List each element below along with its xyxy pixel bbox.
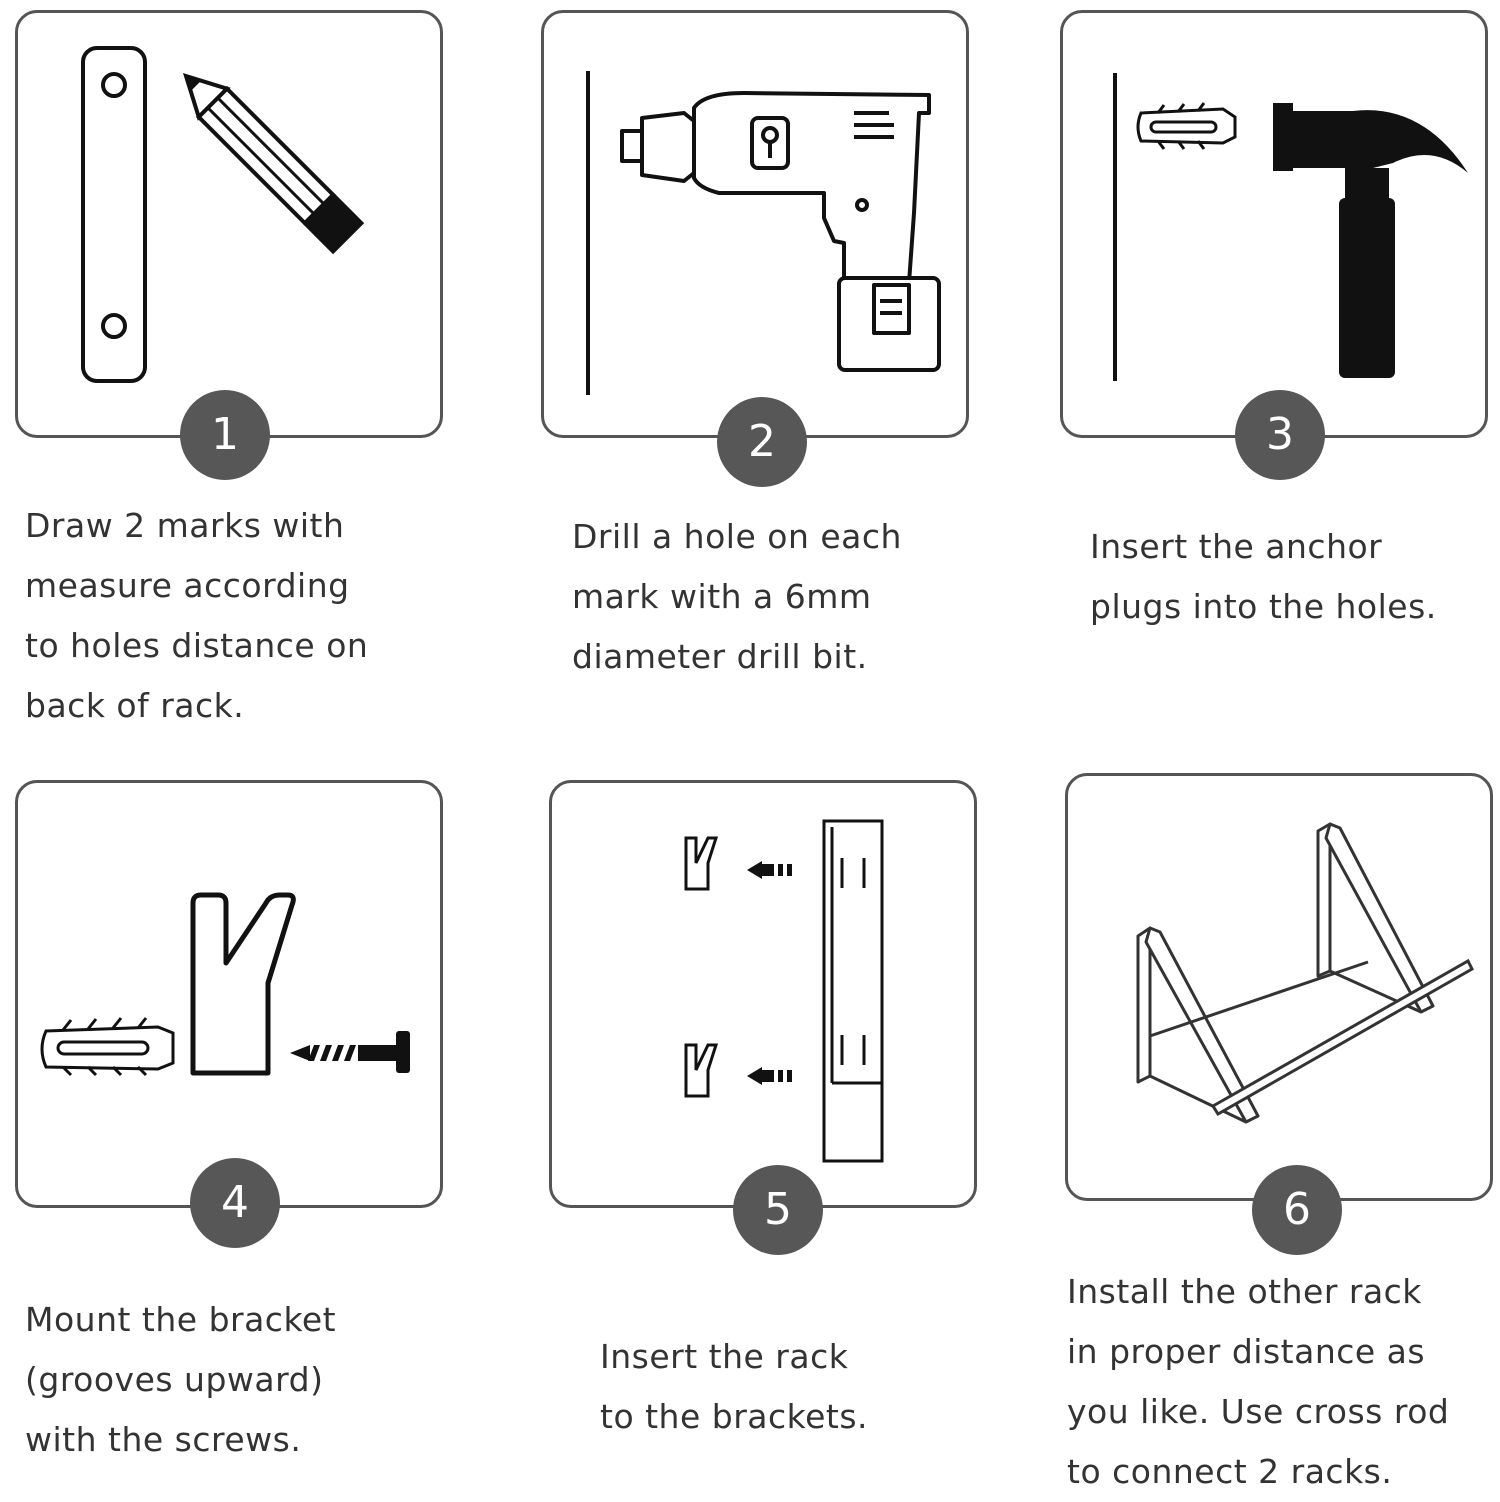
step-2-panel: 2 xyxy=(541,10,969,487)
rack-icon xyxy=(822,819,884,1163)
step-3-caption: Insert the anchor plugs into the holes. xyxy=(1090,517,1437,637)
caption-line: Insert the anchor xyxy=(1090,527,1383,566)
step-2-caption: Drill a hole on each mark with a 6mm dia… xyxy=(572,507,902,687)
caption-line: mark with a 6mm xyxy=(572,577,872,616)
caption-line: Install the other rack xyxy=(1067,1272,1422,1311)
step-6-badge: 6 xyxy=(1252,1165,1342,1255)
caption-line: measure according xyxy=(25,566,350,605)
caption-line: with the screws. xyxy=(25,1420,302,1459)
step-6-panel: 6 xyxy=(1065,773,1493,1255)
caption-line: plugs into the holes. xyxy=(1090,587,1437,626)
anchor-plug-icon xyxy=(1136,102,1237,150)
bracket-icon xyxy=(190,892,296,1076)
caption-line: to connect 2 racks. xyxy=(1067,1452,1393,1491)
hammer-icon xyxy=(1273,103,1468,378)
cross-rod-icon xyxy=(1149,958,1474,1117)
step-3-panel: 3 xyxy=(1060,10,1488,480)
step-1-panel: 1 xyxy=(15,10,443,480)
caption-line: (grooves upward) xyxy=(25,1360,324,1399)
step-3-illustration xyxy=(1113,73,1468,381)
step-5-panel: 5 xyxy=(549,780,977,1255)
anchor-plug-icon xyxy=(40,1017,175,1077)
step-6-caption: Install the other rack in proper distanc… xyxy=(1067,1262,1449,1502)
caption-line: back of rack. xyxy=(25,686,245,725)
caption-line: you like. Use cross rod xyxy=(1067,1392,1450,1431)
screw-icon xyxy=(290,1031,410,1073)
caption-line: in proper distance as xyxy=(1067,1332,1426,1371)
step-1-illustration xyxy=(81,46,365,383)
step-1-badge: 1 xyxy=(180,390,270,480)
step-6-illustration xyxy=(1136,822,1474,1124)
bracket-icon xyxy=(684,836,719,1098)
pencil-icon xyxy=(182,72,365,255)
step-1-caption: Draw 2 marks with measure according to h… xyxy=(25,496,368,736)
step-4-illustration xyxy=(40,892,410,1077)
caption-line: to holes distance on xyxy=(25,626,369,665)
shelf-brackets-icon xyxy=(1136,822,1435,1124)
bracket-icon xyxy=(81,46,147,383)
step-3-badge: 3 xyxy=(1235,390,1325,480)
step-5-caption: Insert the rack to the brackets. xyxy=(600,1327,868,1447)
step-4-caption: Mount the bracket (grooves upward) with … xyxy=(25,1290,336,1470)
step-5-badge: 5 xyxy=(733,1165,823,1255)
caption-line: diameter drill bit. xyxy=(572,637,868,676)
caption-line: Drill a hole on each xyxy=(572,517,902,556)
step-2-badge: 2 xyxy=(717,397,807,487)
step-2-illustration xyxy=(586,71,941,395)
drill-icon xyxy=(620,91,941,372)
step-4-panel: 4 xyxy=(15,780,443,1248)
caption-line: Mount the bracket xyxy=(25,1300,337,1339)
step-5-illustration xyxy=(684,819,884,1163)
arrow-left-icon xyxy=(747,861,792,1085)
caption-line: to the brackets. xyxy=(600,1397,869,1436)
caption-line: Insert the rack xyxy=(600,1337,849,1376)
step-4-badge: 4 xyxy=(190,1158,280,1248)
caption-line: Draw 2 marks with xyxy=(25,506,345,545)
